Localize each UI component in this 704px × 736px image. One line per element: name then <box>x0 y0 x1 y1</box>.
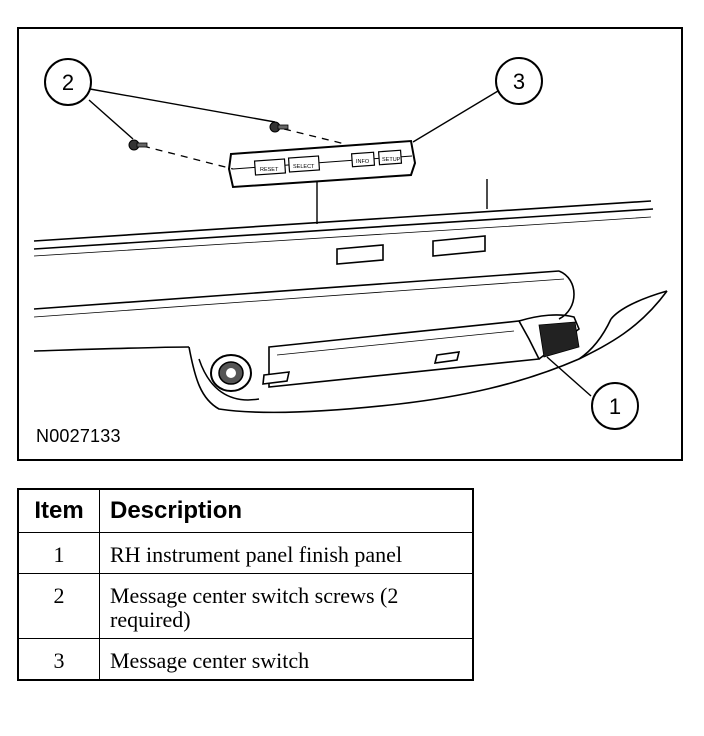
description-column-header: Description <box>99 488 474 533</box>
screw-paths <box>142 128 346 170</box>
callout-1: 1 <box>591 382 639 430</box>
switch-button-label: SELECT <box>293 164 315 170</box>
switch-openings <box>336 235 486 265</box>
callout-label: 3 <box>513 69 525 94</box>
item-number: 2 <box>17 573 100 639</box>
item-number: 3 <box>17 638 100 681</box>
table-row: 1 RH instrument panel finish panel <box>17 532 474 574</box>
legend-table: Item Description 1 RH instrument panel f… <box>17 488 474 681</box>
knob-housing <box>198 354 260 401</box>
callout-label: 1 <box>609 394 621 419</box>
switch-button-label: SETUP <box>382 157 401 163</box>
item-description: Message center switch screws (2 required… <box>99 573 474 639</box>
screw-icon <box>269 121 289 133</box>
item-number: 1 <box>17 532 100 574</box>
message-center-switch: RESET SELECT INFO SETUP <box>227 139 417 189</box>
instrument-panel-body <box>33 200 668 414</box>
item-column-header: Item <box>17 488 100 533</box>
alignment-lines <box>316 179 488 224</box>
table-row: 2 Message center switch screws (2 requir… <box>17 573 474 639</box>
item-description: Message center switch <box>99 638 474 681</box>
switch-button-label: RESET <box>260 167 279 173</box>
legend-header-row: Item Description <box>17 488 474 533</box>
switch-button-label: INFO <box>356 159 370 165</box>
figure-id-label: N0027133 <box>36 426 121 446</box>
callout-3: 3 <box>495 57 543 105</box>
leader-lines <box>88 88 592 397</box>
item-description: RH instrument panel finish panel <box>99 532 474 574</box>
callout-2: 2 <box>44 58 92 106</box>
instrument-panel-illustration: RESET SELECT INFO SETUP 2 <box>33 57 668 430</box>
table-row: 3 Message center switch <box>17 638 474 681</box>
screw-icon <box>128 139 148 151</box>
illustration-frame: RESET SELECT INFO SETUP 2 <box>17 27 683 461</box>
callout-label: 2 <box>62 70 74 95</box>
